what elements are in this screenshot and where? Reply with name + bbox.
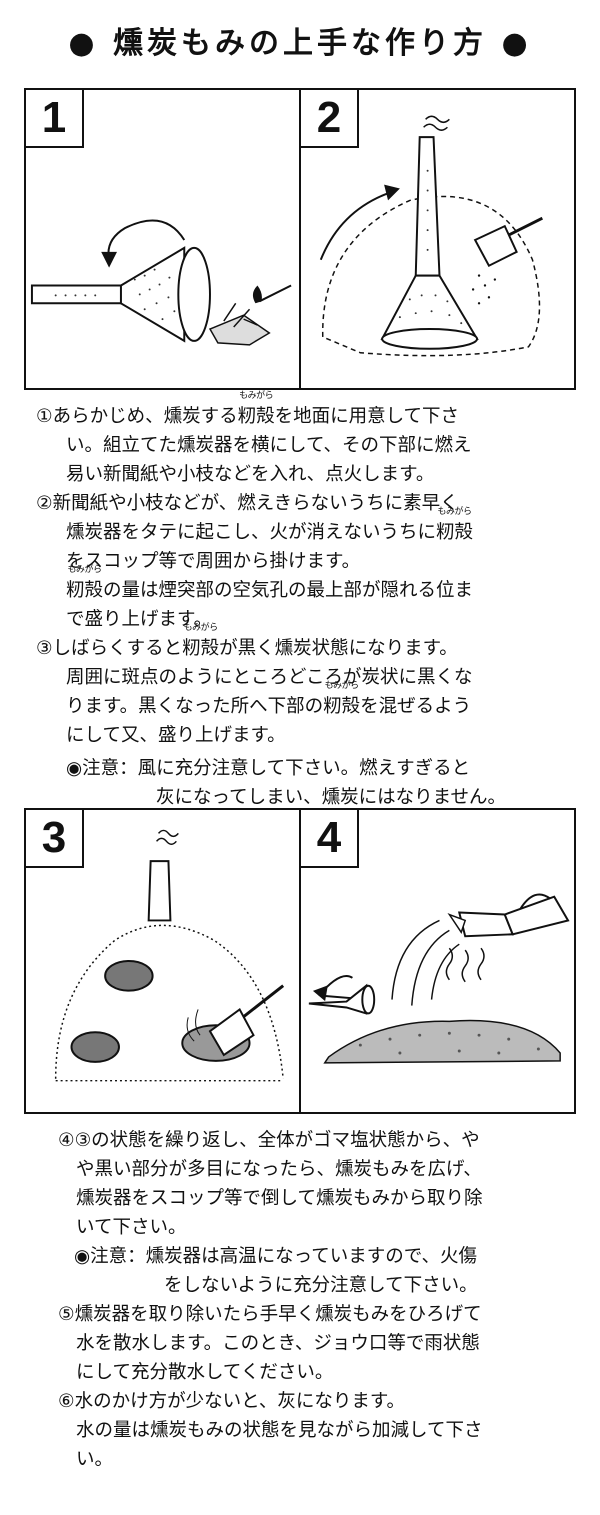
step-1-illustration bbox=[30, 219, 292, 346]
instructions-section-2: ④③の状態を繰り返し、全体がゴマ塩状態から、や や黒い部分が多目になったら、燻炭… bbox=[58, 1126, 578, 1474]
text-line: ります。黒くなった所へ下部のもみがら籾殻を混ぜるよう bbox=[36, 681, 576, 721]
panel-step-3: 3 bbox=[26, 810, 301, 1112]
text-line: もみがら籾殻の量は煙突部の空気孔の最上部が隠れる位ま bbox=[36, 565, 576, 605]
text-line: 易い新聞紙や小枝などを入れ、点火します。 bbox=[66, 464, 435, 485]
text-line: ④③の状態を繰り返し、全体がゴマ塩状態から、や bbox=[58, 1130, 480, 1151]
ruby-word: もみがら籾殻 bbox=[323, 681, 361, 717]
step-number-4: 4 bbox=[301, 810, 359, 868]
text-line: で盛り上げます。 bbox=[66, 609, 213, 630]
ruby-word: もみがら籾殻 bbox=[237, 391, 275, 427]
panel-step-4: 4 bbox=[301, 810, 574, 1112]
text-line: いて下さい。 bbox=[76, 1217, 187, 1238]
text-line: をスコップ等で周囲から掛けます。 bbox=[66, 551, 361, 572]
panel-step-1: 1 bbox=[26, 90, 301, 388]
text-line: 周囲に斑点のようにところどころが炭状に黒くな bbox=[66, 667, 473, 688]
step-number-3: 3 bbox=[26, 810, 84, 868]
caution-note: ◉注意：風に充分注意して下さい。燃えすぎると bbox=[66, 758, 471, 779]
text-line: い。組立てた燻炭器を横にして、その下部に燃え bbox=[66, 435, 472, 456]
text-line: にして又、盛り上げます。 bbox=[66, 725, 286, 746]
panel-step-2: 2 bbox=[301, 90, 574, 388]
text-line: 燻炭器をタテに起こし、火が消えないうちにもみがら籾殻 bbox=[36, 507, 576, 547]
step-4-illustration bbox=[308, 893, 570, 1064]
ruby-word: もみがら籾殻 bbox=[436, 507, 474, 543]
text-line: ⑥水のかけ方が少ないと、灰になります。 bbox=[58, 1391, 405, 1412]
text-line: 水を散水します。このとき、ジョウ口等で雨状態 bbox=[76, 1333, 480, 1354]
text-line: ②新聞紙や小枝などが、燃えきらないうちに素早く bbox=[36, 493, 459, 514]
step-number-2: 2 bbox=[301, 90, 359, 148]
text-line: ③しばらくするともみがら籾殻が黒く燻炭状態になります。 bbox=[36, 623, 576, 663]
caution-note: ◉注意：燻炭器は高温になっていますので、火傷 bbox=[74, 1246, 477, 1267]
step-2-illustration bbox=[319, 115, 544, 357]
instructions-section-1: ①あらかじめ、燻炭するもみがら籾殻を地面に用意して下さ い。組立てた燻炭器を横に… bbox=[36, 391, 576, 812]
illustration-row-2: 3 4 bbox=[24, 808, 576, 1114]
step-3-illustration bbox=[54, 829, 285, 1082]
text-line: 水の量は燻炭もみの状態を見ながら加減して下さ bbox=[76, 1420, 483, 1441]
illustration-row-1: 1 2 bbox=[24, 88, 576, 390]
caution-note-cont: をしないように充分注意して下さい。 bbox=[164, 1275, 478, 1296]
ruby-word: もみがら籾殻 bbox=[182, 623, 220, 659]
text-line: ⑤燻炭器を取り除いたら手早く燻炭もみをひろげて bbox=[58, 1304, 482, 1325]
text-line: にして充分散水してください。 bbox=[76, 1362, 334, 1383]
text-line: 燻炭器をスコップ等で倒して燻炭もみから取り除 bbox=[76, 1188, 483, 1209]
text-line: い。 bbox=[76, 1449, 114, 1470]
step-number-1: 1 bbox=[26, 90, 84, 148]
caution-note-cont: 灰になってしまい、燻炭にはなりません。 bbox=[156, 787, 507, 808]
page-title: ● 燻炭もみの上手な作り方 ● bbox=[68, 26, 532, 61]
ruby-word: もみがら籾殻 bbox=[66, 565, 104, 601]
text-line: ①あらかじめ、燻炭するもみがら籾殻を地面に用意して下さ bbox=[36, 391, 576, 431]
text-line: や黒い部分が多目になったら、燻炭もみを広げ、 bbox=[76, 1159, 482, 1180]
